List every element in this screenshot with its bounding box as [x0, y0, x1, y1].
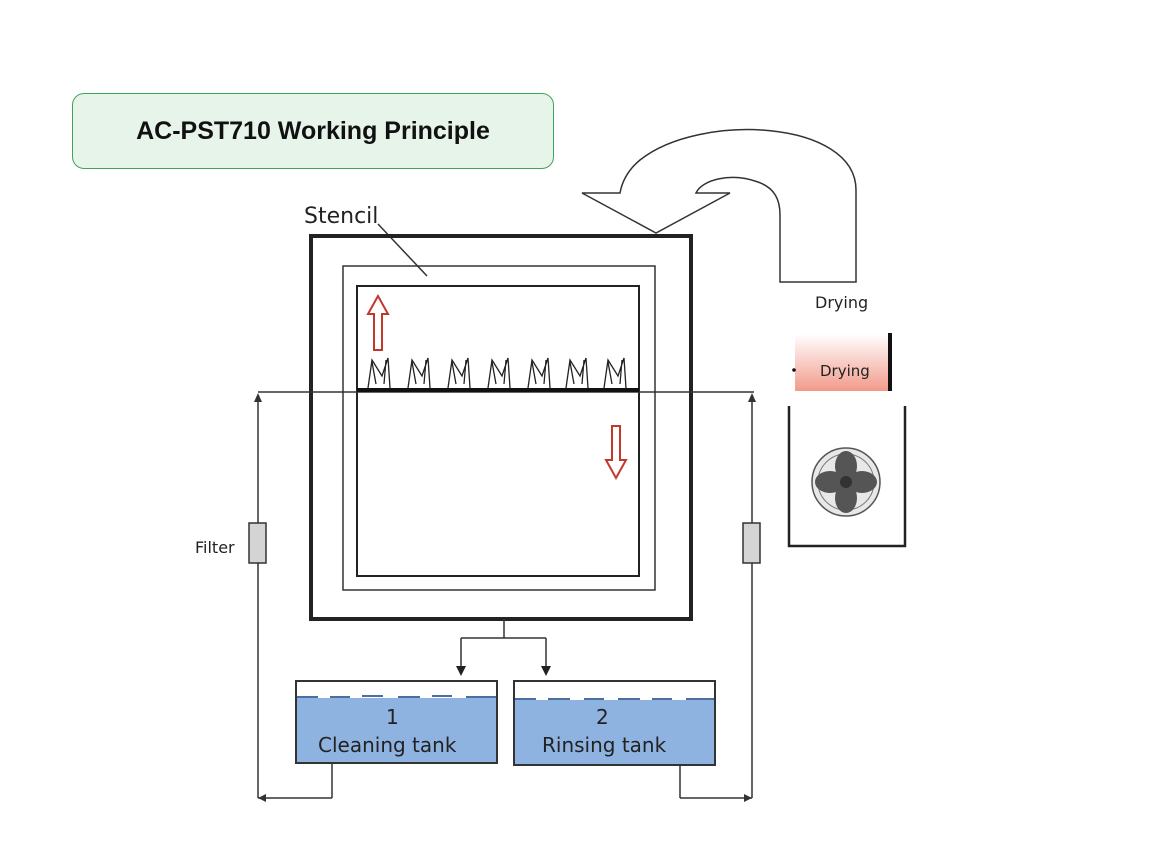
filter-left: [248, 522, 267, 564]
page-title: AC-PST710 Working Principle: [136, 116, 490, 145]
nozzle: [487, 357, 511, 389]
drying-dot: [792, 368, 796, 372]
drain-arrow-left: [456, 666, 466, 676]
drying-top-label: Drying: [815, 293, 868, 312]
filter-right: [742, 522, 761, 564]
nozzle: [565, 357, 589, 389]
stencil-leader: [377, 223, 428, 277]
cleaning-tank: [295, 680, 498, 764]
tank2-number: 2: [596, 705, 609, 729]
nozzle: [367, 357, 391, 389]
left-bottom-arrow: [258, 794, 266, 802]
drying-cabinet: [787, 406, 907, 548]
nozzle: [603, 357, 627, 389]
left-loop: [257, 398, 333, 799]
nozzle: [527, 357, 551, 389]
spray-nozzles: [367, 357, 627, 389]
nozzle: [447, 357, 471, 389]
right-loop-arrow: [748, 393, 756, 402]
fan-icon: [811, 447, 881, 517]
tank1-number: 1: [386, 705, 399, 729]
right-bottom-arrow: [744, 794, 752, 802]
tank1-label: Cleaning tank: [318, 733, 457, 757]
cleaning-chamber: [309, 234, 693, 621]
tank2-label: Rinsing tank: [542, 733, 667, 757]
left-loop-arrow: [254, 393, 262, 402]
drain-pipes: [460, 619, 547, 672]
filter-label: Filter: [195, 538, 235, 557]
drying-unit-label: Drying: [820, 362, 870, 380]
return-arrow: [581, 128, 857, 283]
drying-heater: [795, 334, 889, 391]
down-arrow: [604, 425, 628, 481]
right-loop: [679, 398, 753, 799]
stencil-frame: [342, 265, 656, 591]
up-arrow: [366, 293, 390, 351]
nozzle: [407, 357, 431, 389]
drain-arrow-right: [541, 666, 551, 676]
rinsing-tank: [513, 680, 716, 766]
stencil-inner: [356, 285, 640, 577]
title-box: AC-PST710 Working Principle: [72, 93, 554, 169]
stencil-label: Stencil: [304, 204, 378, 229]
